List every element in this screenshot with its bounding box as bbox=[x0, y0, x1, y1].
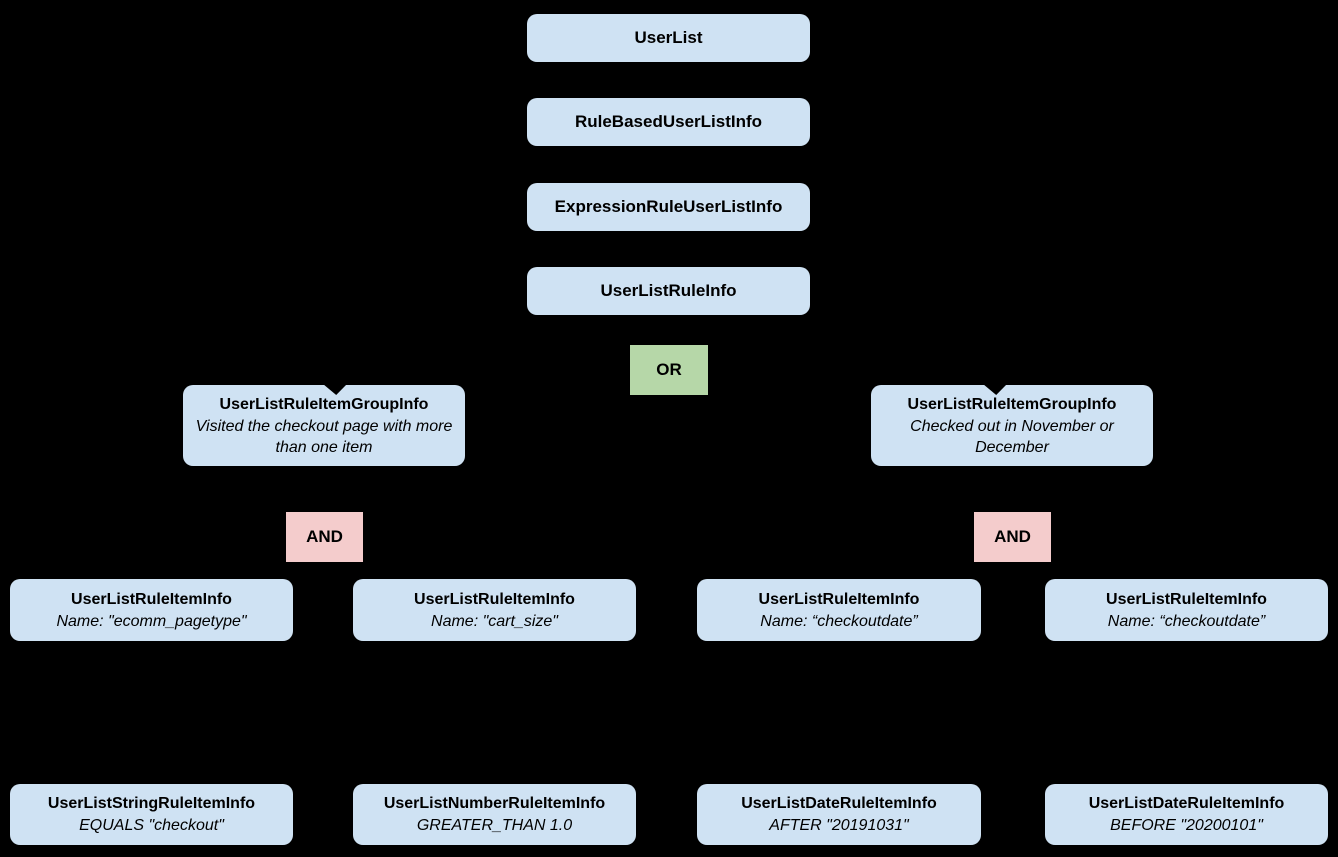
operand-node-number: UserListNumberRuleItemInfo GREATER_THAN … bbox=[353, 784, 636, 845]
operand-detail: BEFORE "20200101" bbox=[1110, 817, 1263, 834]
and-operator-label: AND bbox=[994, 527, 1031, 546]
group-title: UserListRuleItemGroupInfo bbox=[907, 395, 1117, 413]
operand-node-date-before: UserListDateRuleItemInfo BEFORE "2020010… bbox=[1045, 784, 1328, 845]
operand-title: UserListDateRuleItemInfo bbox=[1088, 795, 1285, 812]
group-description: Checked out in November or December bbox=[910, 417, 1114, 456]
node-label: ExpressionRuleUserListInfo bbox=[554, 197, 783, 216]
and-operator-right: AND bbox=[974, 512, 1051, 562]
node-rulebaseduserlistinfo: RuleBasedUserListInfo bbox=[527, 98, 810, 146]
rule-item-title: UserListRuleItemInfo bbox=[758, 590, 920, 608]
group-node-right: UserListRuleItemGroupInfo Checked out in… bbox=[871, 384, 1153, 466]
node-label: UserList bbox=[634, 28, 703, 47]
rule-item-title: UserListRuleItemInfo bbox=[1106, 590, 1267, 608]
operand-node-string: UserListStringRuleItemInfo EQUALS "check… bbox=[10, 784, 293, 845]
operand-detail: EQUALS "checkout" bbox=[79, 817, 224, 834]
operand-title: UserListNumberRuleItemInfo bbox=[383, 795, 606, 812]
group-description: Visited the checkout page with more than… bbox=[195, 417, 453, 456]
operand-node-date-after: UserListDateRuleItemInfo AFTER "20191031… bbox=[697, 784, 981, 845]
rule-item-title: UserListRuleItemInfo bbox=[414, 590, 575, 608]
operand-detail: GREATER_THAN 1.0 bbox=[416, 817, 573, 834]
rule-item-title: UserListRuleItemInfo bbox=[71, 590, 232, 608]
operand-detail: AFTER "20191031" bbox=[769, 817, 909, 834]
node-label: UserListRuleInfo bbox=[600, 281, 737, 300]
operand-title: UserListDateRuleItemInfo bbox=[741, 795, 937, 812]
node-expressionruleuserlistinfo: ExpressionRuleUserListInfo bbox=[527, 183, 810, 231]
node-userlist: UserList bbox=[527, 14, 810, 62]
rule-item-detail: Name: "ecomm_pagetype" bbox=[56, 612, 247, 630]
rule-item-node-checkoutdate-2: UserListRuleItemInfo Name: “checkoutdate… bbox=[1045, 579, 1328, 641]
group-title: UserListRuleItemGroupInfo bbox=[219, 395, 429, 413]
rule-item-detail: Name: “checkoutdate” bbox=[760, 612, 918, 630]
node-label: RuleBasedUserListInfo bbox=[574, 112, 763, 131]
rule-item-node-ecomm-pagetype: UserListRuleItemInfo Name: "ecomm_pagety… bbox=[10, 579, 293, 641]
group-node-left: UserListRuleItemGroupInfo Visited the ch… bbox=[183, 384, 465, 466]
or-operator: OR bbox=[630, 345, 708, 395]
rule-item-node-cart-size: UserListRuleItemInfo Name: "cart_size" bbox=[353, 579, 636, 641]
arrowhead-down-icon bbox=[983, 384, 1007, 395]
and-operator-left: AND bbox=[286, 512, 363, 562]
and-operator-label: AND bbox=[306, 527, 343, 546]
arrowhead-down-icon bbox=[323, 384, 347, 395]
rule-item-detail: Name: "cart_size" bbox=[431, 612, 558, 630]
operand-title: UserListStringRuleItemInfo bbox=[47, 795, 256, 812]
or-operator-label: OR bbox=[656, 360, 682, 379]
rule-item-detail: Name: “checkoutdate” bbox=[1107, 612, 1266, 630]
rule-item-node-checkoutdate-1: UserListRuleItemInfo Name: “checkoutdate… bbox=[697, 579, 981, 641]
node-userlistruleinfo: UserListRuleInfo bbox=[527, 267, 810, 315]
